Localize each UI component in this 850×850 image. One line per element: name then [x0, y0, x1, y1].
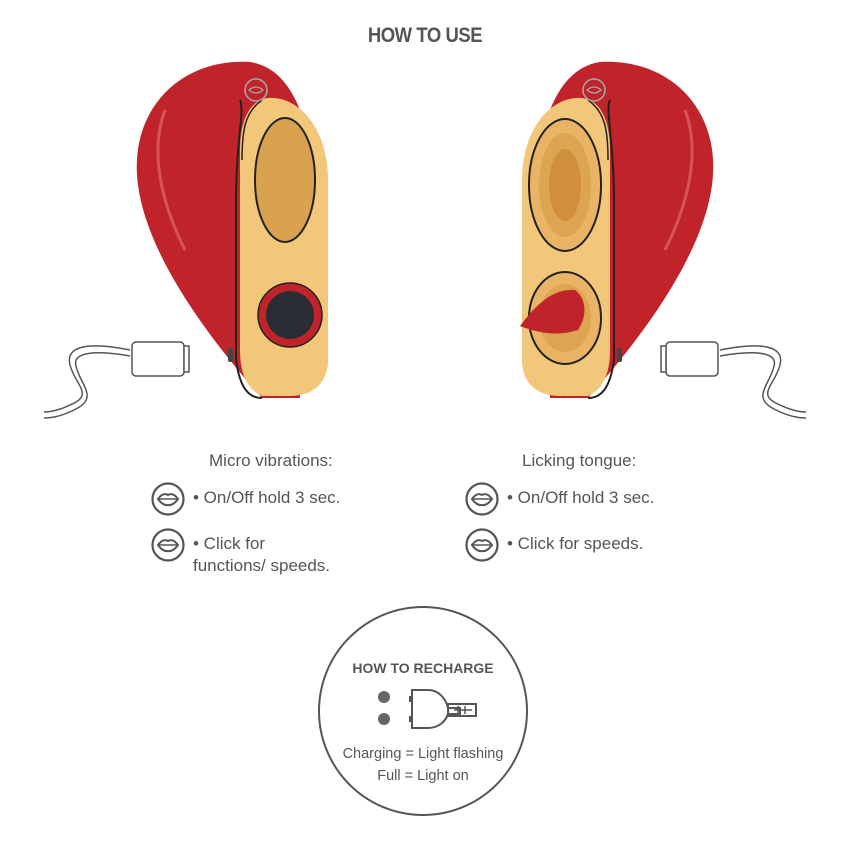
- lips-button-icon: [151, 528, 185, 562]
- right-heading: Licking tongue:: [522, 451, 637, 470]
- right-instruction-click: • Click for speeds.: [465, 528, 643, 562]
- charger-plug-icon: [378, 689, 477, 729]
- charging-status-text: Charging = Light flashing: [342, 746, 504, 762]
- page-title: HOW TO USE: [367, 24, 483, 47]
- left-instruction-click: • Click for functions/ speeds.: [151, 528, 330, 577]
- left-instruction-onoff: • On/Off hold 3 sec.: [151, 482, 340, 516]
- right-device: [520, 60, 808, 420]
- lips-button-icon: [151, 482, 185, 516]
- instruction-text: functions/ speeds.: [193, 556, 331, 575]
- device-illustrations: [42, 60, 808, 420]
- left-device: [42, 60, 330, 420]
- instruction-text: • On/Off hold 3 sec.: [193, 488, 341, 507]
- full-status-text: Full = Light on: [377, 768, 469, 784]
- lips-button-icon: [465, 528, 499, 562]
- lips-button-icon: [465, 482, 499, 516]
- right-instruction-onoff: • On/Off hold 3 sec.: [465, 482, 654, 516]
- recharge-panel: HOW TO RECHARGE Charging = Light flashin…: [318, 606, 528, 816]
- instruction-text: • Click for speeds.: [507, 534, 644, 553]
- instruction-text: • Click for: [193, 534, 266, 553]
- left-heading: Micro vibrations:: [209, 451, 333, 470]
- instruction-text: • On/Off hold 3 sec.: [507, 488, 655, 507]
- recharge-title: HOW TO RECHARGE: [352, 660, 494, 676]
